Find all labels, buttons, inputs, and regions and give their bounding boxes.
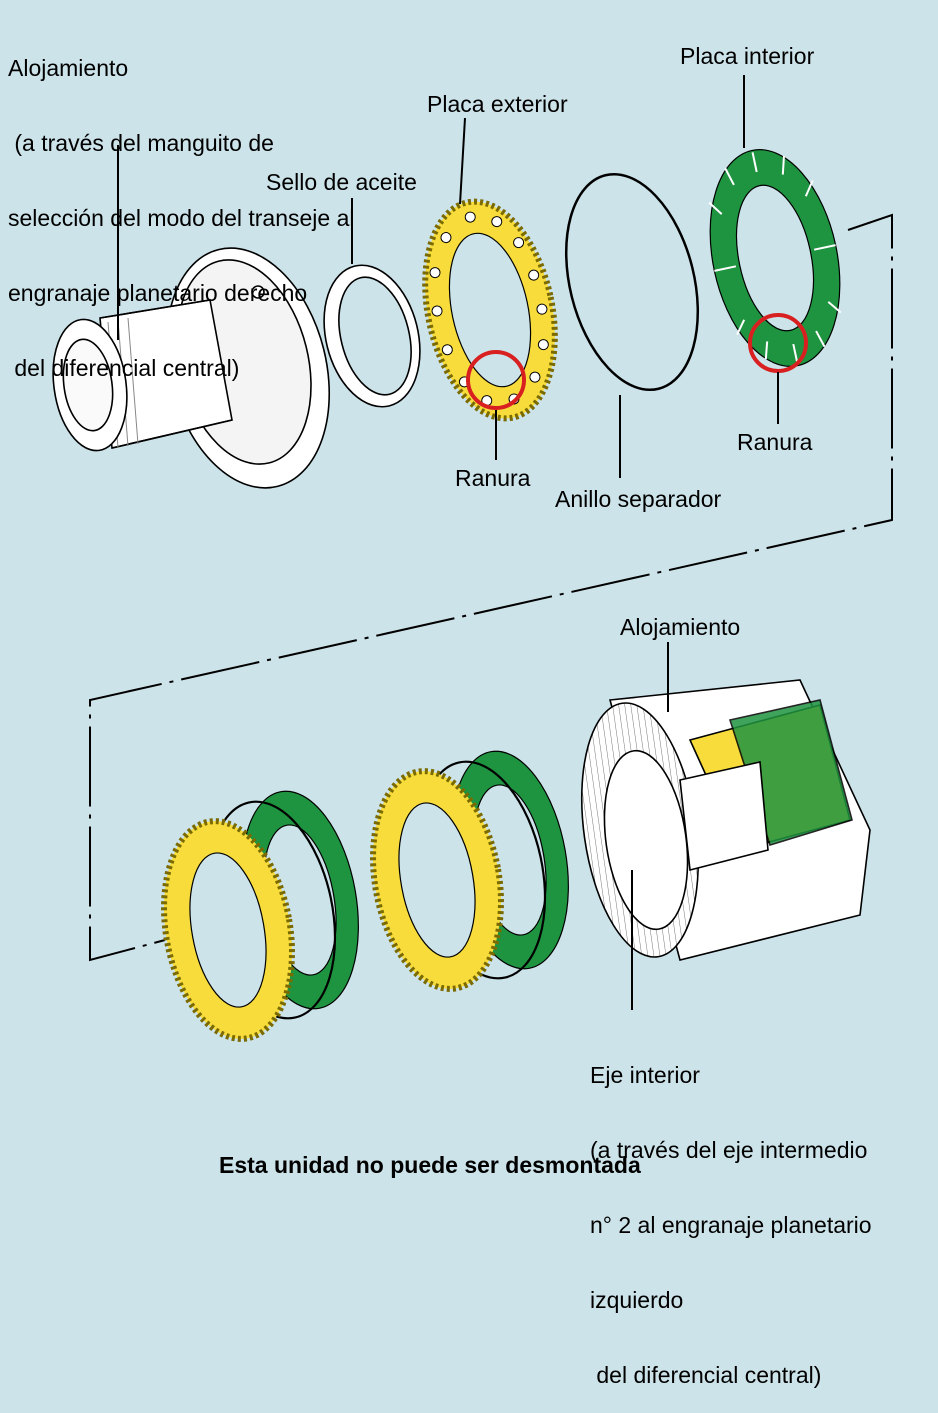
- label-housing-top-line-1: Alojamiento: [8, 55, 129, 81]
- connector-frame: [89, 213, 893, 962]
- housing-top: [52, 247, 331, 489]
- outer-plate-top: [422, 198, 558, 422]
- exploded-view-drawing: [52, 75, 893, 1042]
- label-inner-shaft-line-3: n° 2 al engranaje planetario: [590, 1212, 872, 1238]
- label-groove-left: Ranura: [455, 465, 531, 491]
- label-inner-shaft-line-1: Eje interior: [590, 1062, 700, 1088]
- inner-plate-top: [708, 149, 842, 367]
- label-spacer-ring: Anillo separador: [555, 486, 722, 512]
- label-inner-shaft-line-4: izquierdo: [590, 1287, 684, 1313]
- spacer-ring: [564, 172, 700, 392]
- label-inner-shaft-line-5: del diferencial central): [590, 1362, 822, 1388]
- diagram-stage: Alojamiento (a través del manguito de se…: [8, 6, 893, 1388]
- leader-lines-bottom: [631, 642, 669, 1010]
- label-housing-top-line-3: selección del modo del transeje al: [8, 205, 355, 231]
- label-housing-top-line-5: del diferencial central): [8, 355, 240, 381]
- label-outer-plate: Placa exterior: [427, 91, 568, 117]
- label-inner-shaft: Eje interior (a través del eje intermedi…: [590, 1013, 872, 1413]
- oil-seal: [323, 264, 421, 408]
- label-housing-top: Alojamiento (a través del manguito de se…: [8, 6, 354, 406]
- label-groove-right: Ranura: [737, 429, 813, 455]
- plate-set-1: [161, 790, 359, 1042]
- groove-highlight-right: [748, 313, 808, 373]
- label-inner-shaft-line-2: (a través del eje intermedio: [590, 1137, 868, 1163]
- label-inner-plate: Placa interior: [680, 43, 815, 69]
- housing-cutaway: [580, 679, 871, 961]
- groove-highlight-left: [466, 350, 526, 410]
- plate-set-2: [370, 750, 569, 992]
- label-housing-bottom: Alojamiento: [620, 614, 741, 640]
- footer-note: Esta unidad no puede ser desmontada: [219, 1152, 641, 1178]
- label-oil-seal: Sello de aceite: [266, 169, 417, 195]
- leader-lines-top: [117, 75, 779, 478]
- label-housing-top-line-4: engranaje planetario derecho: [8, 280, 308, 306]
- label-housing-top-line-2: (a través del manguito de: [8, 130, 274, 156]
